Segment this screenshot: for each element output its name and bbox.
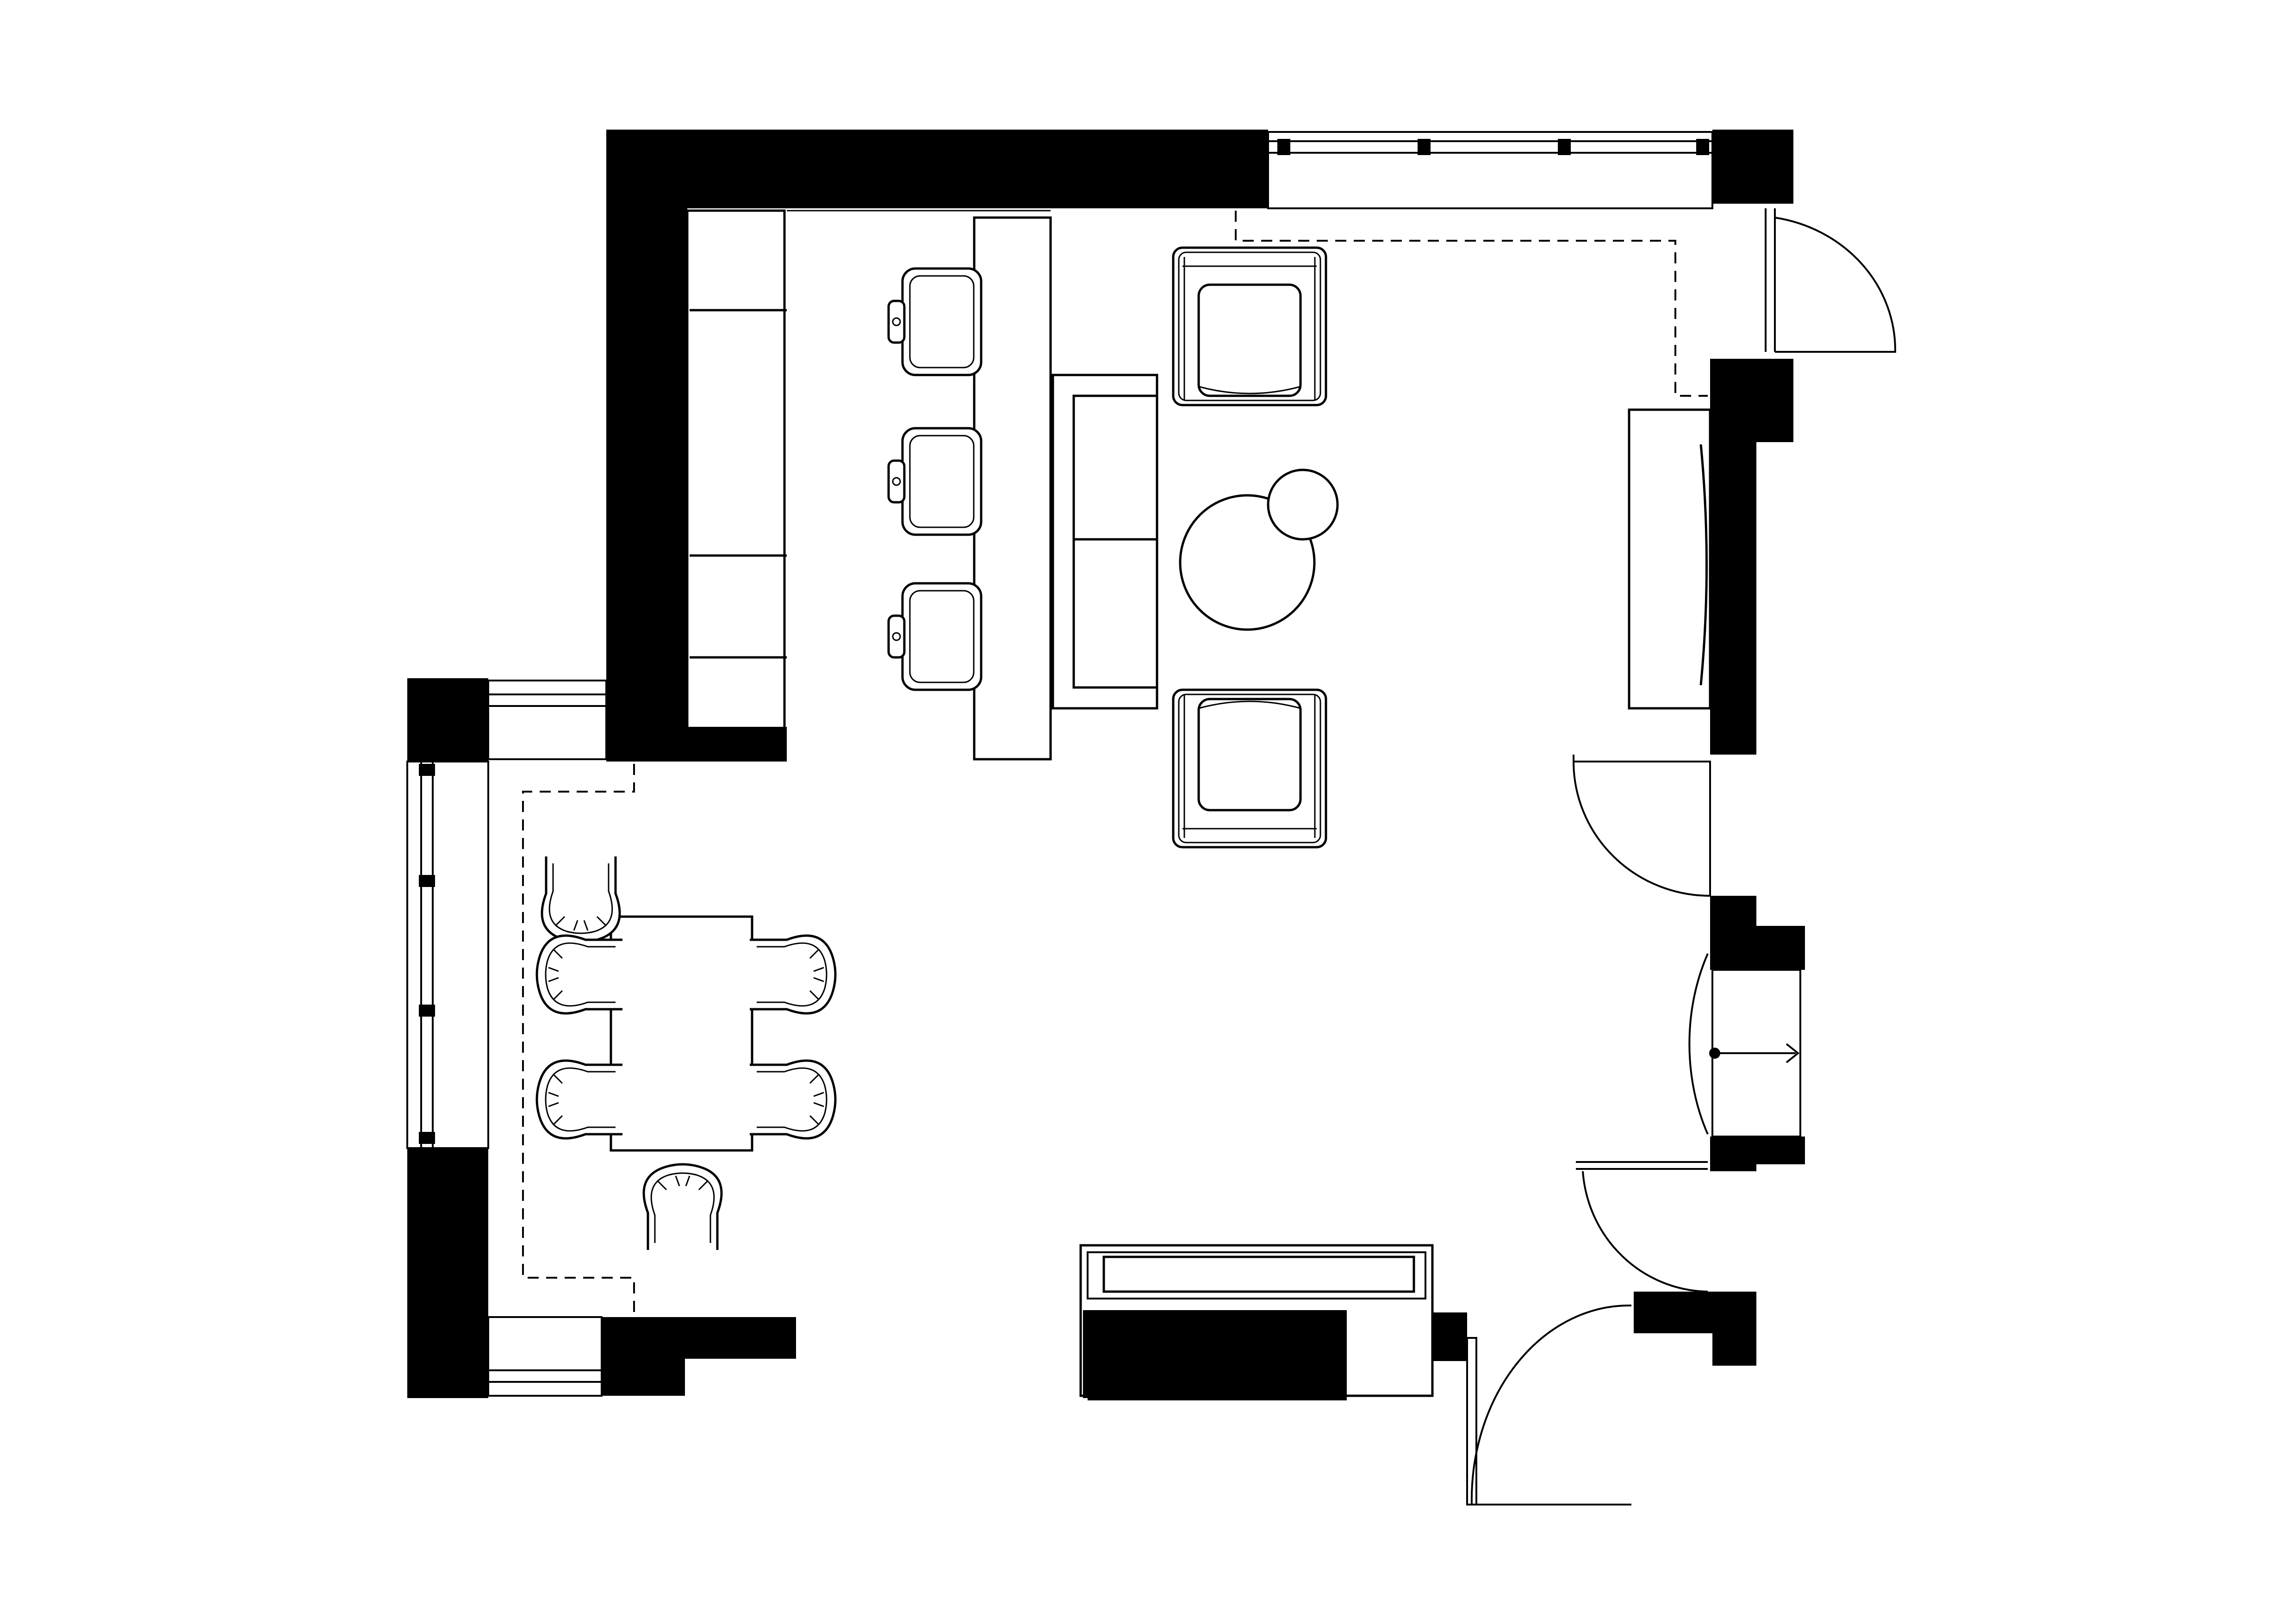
bar-counter [686,209,1052,761]
window-north [1267,131,1713,209]
dining-chair-icon [750,936,835,1013]
bar-stool-icon [889,583,981,690]
wall-east-mid [1710,435,1756,755]
wall-ne-pier [1712,130,1793,204]
coffee-table-icon [1179,468,1339,631]
ceiling-outline-living [1235,211,1708,397]
wall-west-bay-top [407,678,488,762]
wall-east-pier-b [1756,926,1805,970]
bar-stool-icon [889,428,981,535]
dining-chair-icon [644,1164,722,1250]
armchair-icon [1173,690,1326,847]
dining-chair-icon [537,936,622,1013]
wall-north [606,130,1268,208]
kitchen-unit [1079,1244,1434,1398]
window-west [406,761,489,1149]
walls [407,130,1805,1400]
door-swing-icon [1688,953,1801,1137]
ceiling-outline-dining [522,764,635,1315]
bar-stool-icon [889,269,981,375]
wall-east-upper [1710,359,1793,442]
wall-west-bay [407,1148,488,1398]
wall-west-upper [606,130,687,755]
dining-chair-icon [537,1061,622,1138]
door-swing-icon [1765,208,1897,353]
dining-chair-icon [542,856,620,942]
wall-sw-b [602,1317,685,1396]
wall-east-pier-d [1710,1137,1756,1171]
wall-east-lower-b [1712,1292,1756,1366]
door-swing-icon [1576,1161,1708,1293]
dining-table [610,915,753,1152]
door-swing-icon [1466,1304,1632,1505]
dining-chair-icon [750,1061,835,1138]
tv-cabinet [1628,408,1711,710]
sofa-icon [1052,374,1158,710]
window-west-bottom [487,1316,603,1397]
wall-west-upper-foot [606,727,787,762]
bar-stools [889,269,981,690]
armchair-icon [1173,248,1326,405]
door-swing-icon [1573,755,1711,897]
window-west-top [487,680,607,760]
wall-east-pier-a [1710,896,1756,970]
